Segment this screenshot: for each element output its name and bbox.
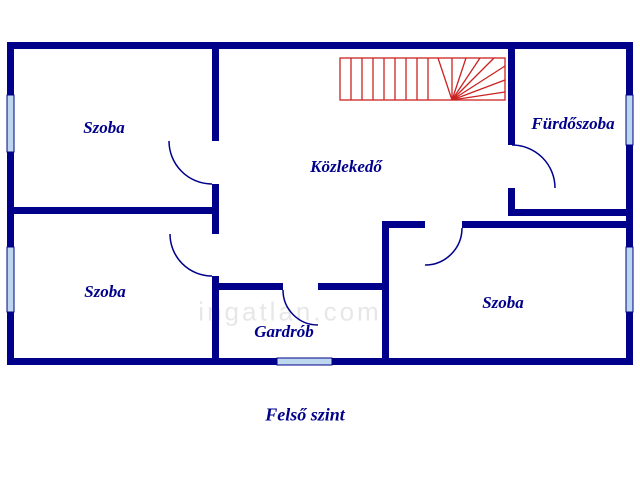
wall-segment	[626, 42, 633, 365]
stair-winder	[451, 79, 506, 101]
window	[625, 94, 634, 146]
door-swing-arc	[282, 289, 319, 326]
room-label-kozlekedo: Közlekedő	[310, 157, 382, 176]
room-label-szoba-top-left: Szoba	[83, 118, 125, 137]
wall-segment	[212, 214, 219, 234]
walls	[7, 42, 633, 365]
stair-winder	[451, 57, 467, 101]
stair-winder	[451, 57, 481, 101]
wall-segment	[14, 207, 219, 214]
wall-segment	[212, 184, 219, 207]
wall-segment	[382, 221, 389, 358]
stair-winder	[437, 57, 453, 101]
room-label-furdoszoba: Fürdőszoba	[531, 114, 615, 133]
door-swing-arc	[511, 144, 556, 189]
stair-outline	[339, 57, 506, 101]
room-label-szoba-bottom-left: Szoba	[84, 282, 126, 301]
floor-caption: Felső szint	[265, 404, 345, 425]
stair-winder	[451, 57, 495, 101]
room-label-gardrob: Gardrób	[254, 322, 314, 341]
door-swing-arc	[424, 227, 463, 266]
wall-segment	[7, 42, 633, 49]
window	[6, 94, 15, 153]
door-swing-arc	[169, 233, 213, 277]
wall-segment	[219, 283, 283, 290]
stair-winder	[451, 91, 506, 101]
door-swing-arc	[168, 140, 213, 185]
wall-segment	[508, 188, 515, 216]
staircase	[339, 57, 506, 101]
window	[6, 246, 15, 313]
wall-segment	[389, 221, 425, 228]
wall-segment	[318, 283, 382, 290]
windows	[6, 94, 634, 366]
wall-segment	[212, 276, 219, 358]
stair-winder	[451, 65, 506, 101]
door-arcs	[168, 140, 556, 326]
wall-segment	[508, 49, 515, 145]
wall-segment	[212, 49, 219, 141]
wall-segment	[508, 209, 633, 216]
room-label-szoba-bottom-right: Szoba	[482, 293, 524, 312]
window	[625, 246, 634, 313]
watermark: ingatlan.com	[198, 296, 382, 327]
window	[276, 357, 333, 366]
wall-segment	[462, 221, 633, 228]
wall-segment	[7, 42, 14, 365]
